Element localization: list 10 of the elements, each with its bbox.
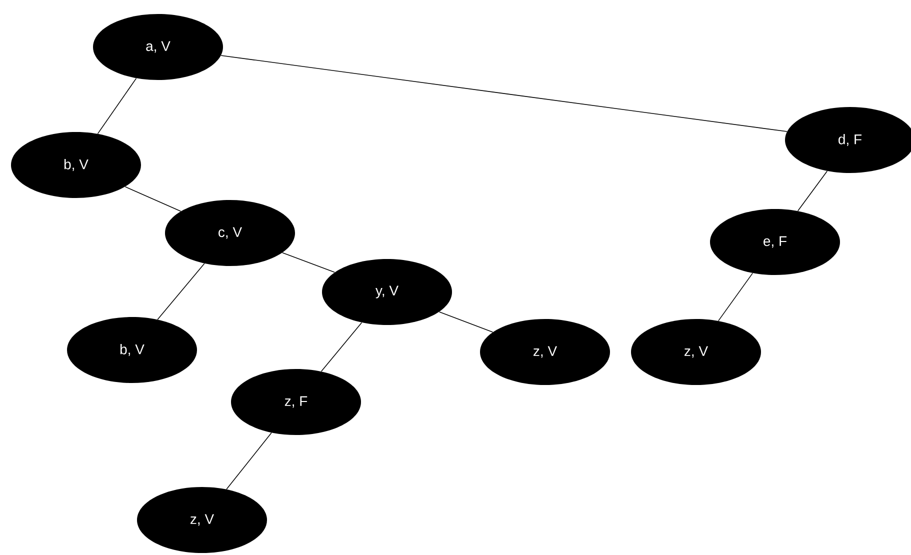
connector-line: [97, 78, 137, 134]
connector-line: [438, 311, 494, 333]
connector-line: [124, 186, 182, 212]
connector-line: [282, 252, 335, 273]
connector-line: [797, 170, 828, 212]
connector-line: [320, 322, 362, 372]
connector-line: [157, 263, 205, 320]
connector-line: [718, 272, 754, 322]
connector-line: [220, 55, 788, 132]
connector-line: [226, 432, 272, 490]
